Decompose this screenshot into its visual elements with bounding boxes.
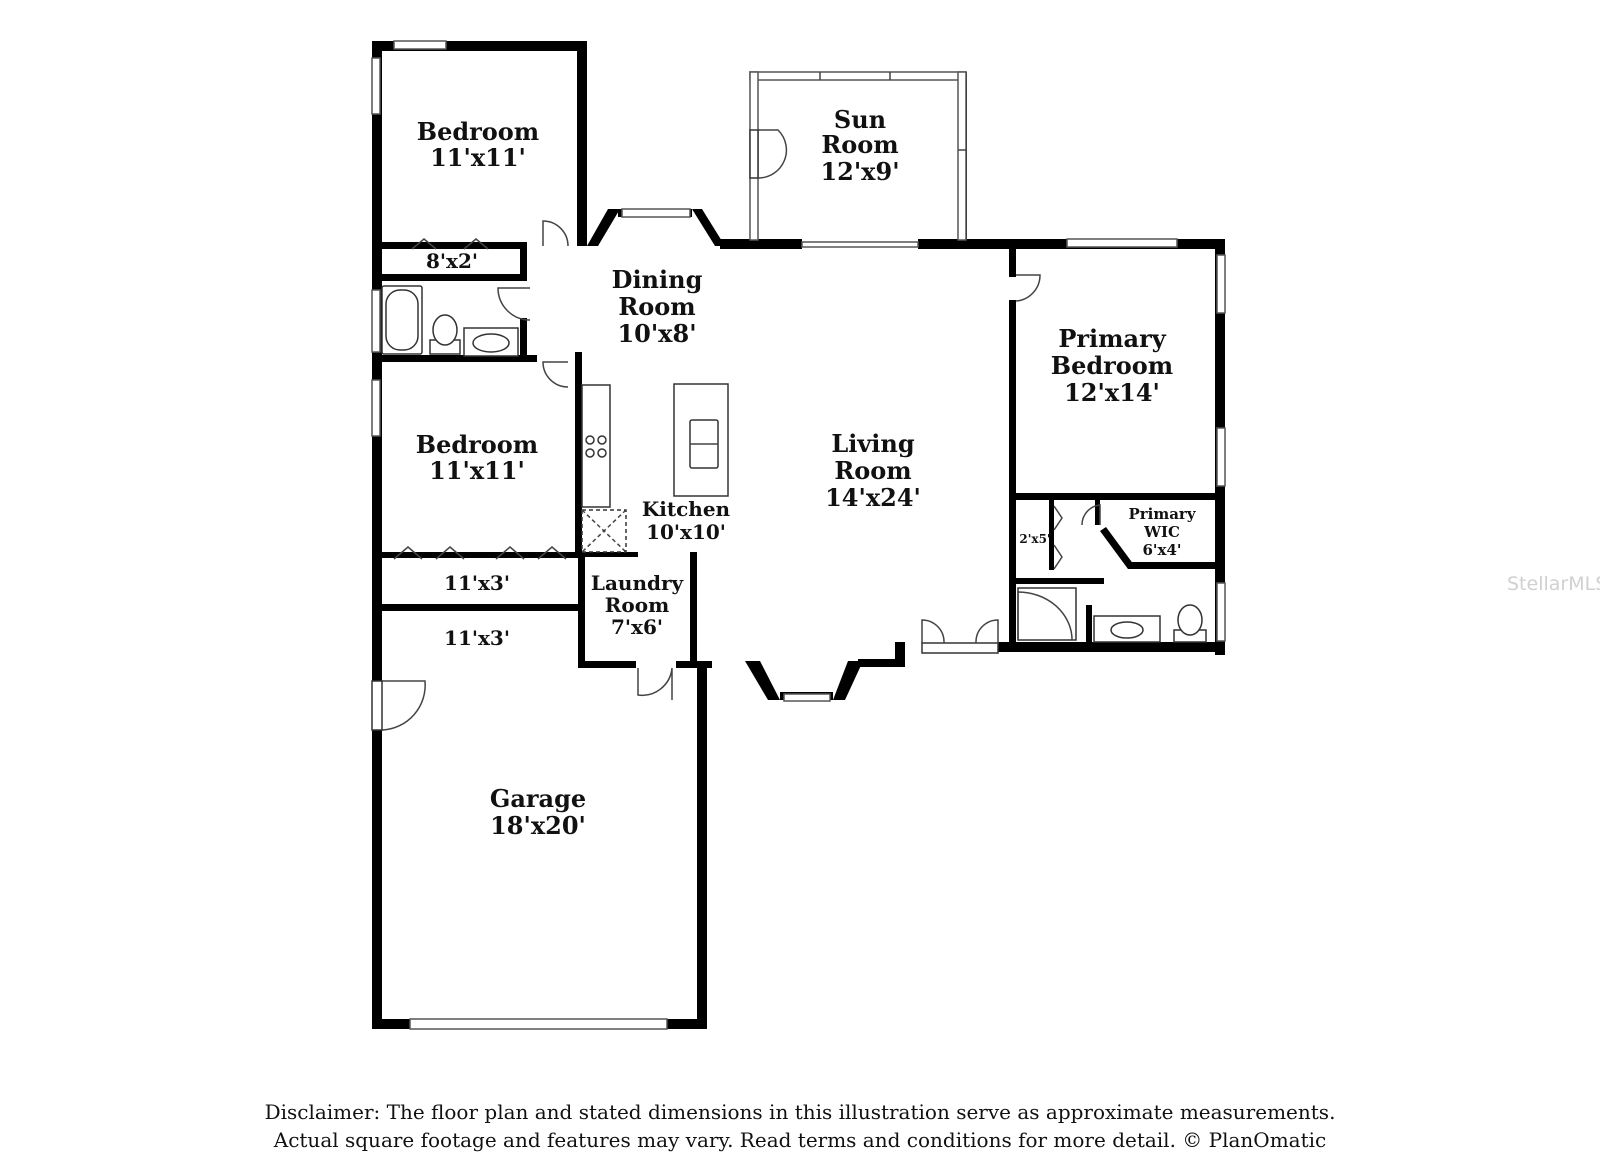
primary-wic-line1: Primary (1128, 505, 1196, 523)
windows (371, 40, 1226, 1030)
laundry-room-dims: 7'x6' (611, 615, 663, 639)
living-room-line2: Room (834, 456, 911, 485)
sun-room-line1: Sun (834, 105, 886, 134)
dining-room-dims: 10'x8' (617, 319, 696, 348)
watermark: StellarMLS (1507, 573, 1600, 595)
garage-name: Garage (490, 784, 586, 813)
living-room: Living Room 14'x24' (825, 429, 921, 512)
closet-doors (393, 238, 1063, 570)
disclaimer: Disclaimer: The floor plan and stated di… (0, 1098, 1600, 1154)
closet-top-dims: 8'x2' (426, 249, 478, 273)
linen-closet-dims: 2'x5' (1019, 532, 1050, 546)
fixtures (381, 285, 1207, 643)
storage-dims: 11'x3' (444, 626, 510, 650)
living-room-dims: 14'x24' (825, 483, 921, 512)
garage-dims: 18'x20' (490, 811, 586, 840)
bedroom-top-name: Bedroom (417, 117, 539, 146)
primary-wic-line2: WIC (1143, 523, 1180, 541)
room-labels: Bedroom 11'x11' 8'x2' Sun Room 12'x9' Di… (416, 105, 1197, 840)
primary-wic-dims: 6'x4' (1142, 541, 1181, 559)
primary-bedroom-dims: 12'x14' (1064, 378, 1160, 407)
bedroom-top: Bedroom 11'x11' (417, 117, 539, 172)
counter-icon (581, 384, 611, 508)
closet-mid-dims: 11'x3' (444, 571, 510, 595)
dining-room: Dining Room 10'x8' (612, 265, 703, 348)
sun-room-line2: Room (821, 130, 898, 159)
kitchen-dims: 10'x10' (646, 520, 726, 544)
doors (371, 129, 1101, 731)
primary-bedroom: Primary Bedroom 12'x14' (1051, 324, 1173, 407)
bedroom-mid-name: Bedroom (416, 430, 538, 459)
shower-icon (1017, 587, 1077, 641)
bedroom-top-dims: 11'x11' (430, 143, 526, 172)
primary-bedroom-line2: Bedroom (1051, 351, 1173, 380)
dining-room-line1: Dining (612, 265, 703, 294)
laundry-room-line2: Room (605, 593, 669, 617)
laundry-room: Laundry Room 7'x6' (591, 571, 685, 639)
garage: Garage 18'x20' (490, 784, 586, 840)
bedroom-mid: Bedroom 11'x11' (416, 430, 538, 485)
laundry-room-line1: Laundry (591, 571, 685, 595)
primary-wic: Primary WIC 6'x4' (1128, 505, 1196, 559)
disclaimer-line-1: Disclaimer: The floor plan and stated di… (264, 1100, 1336, 1124)
living-room-line1: Living (831, 429, 915, 458)
sun-room-dims: 12'x9' (820, 157, 899, 186)
dining-room-line2: Room (618, 292, 695, 321)
kitchen: Kitchen 10'x10' (642, 497, 731, 544)
walls (372, 41, 1225, 1029)
kitchen-name: Kitchen (642, 497, 731, 521)
sun-room: Sun Room 12'x9' (820, 105, 899, 186)
disclaimer-line-2: Actual square footage and features may v… (273, 1128, 1327, 1152)
primary-bedroom-line1: Primary (1058, 324, 1166, 353)
bedroom-mid-dims: 11'x11' (429, 456, 525, 485)
